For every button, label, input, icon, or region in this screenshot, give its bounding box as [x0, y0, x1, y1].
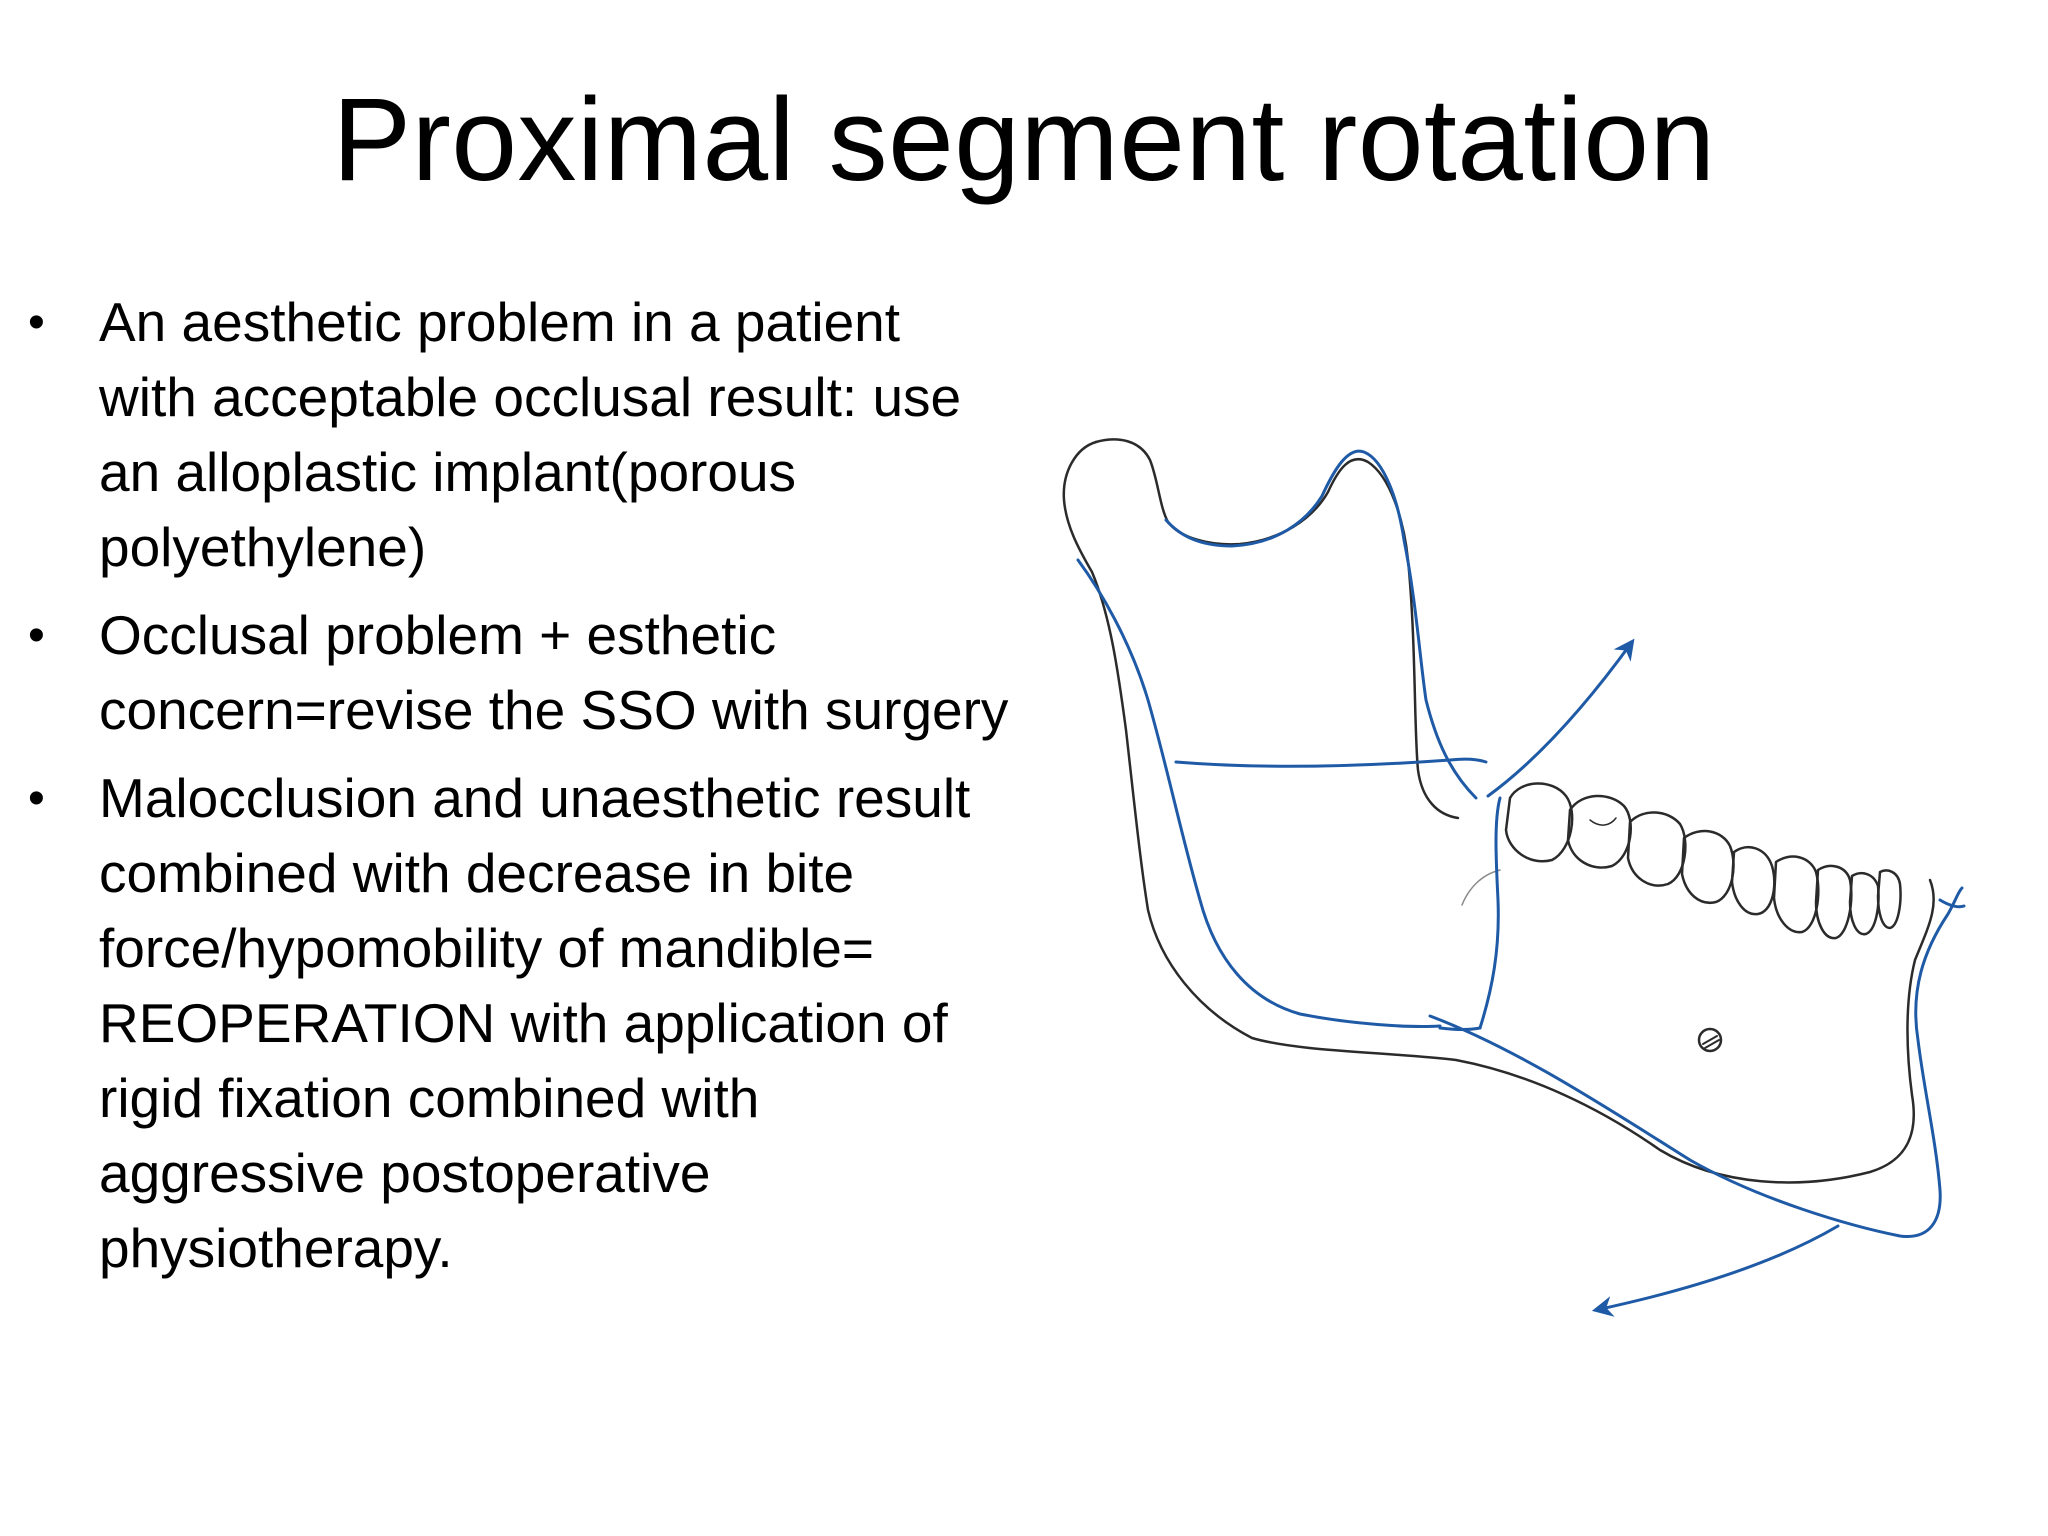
rotated-segment-outline: [1076, 449, 1966, 1317]
slide-title: Proximal segment rotation: [332, 74, 1716, 206]
bullet-item: • Occlusal problem + esthetic concern=re…: [22, 598, 1012, 748]
bullet-marker: •: [28, 772, 45, 825]
mandible-diagram-icon: [1062, 438, 1966, 1317]
original-mandible-outline: [1062, 438, 1935, 1184]
bullet-text: Occlusal problem + esthetic concern=revi…: [99, 604, 1009, 741]
bullet-marker: •: [28, 609, 45, 662]
bullet-marker: •: [28, 296, 45, 349]
bullet-item: • Malocclusion and unaesthetic result co…: [22, 761, 1012, 1286]
bullet-text: An aesthetic problem in a patient with a…: [99, 291, 962, 578]
bullet-item: • An aesthetic problem in a patient with…: [22, 285, 1012, 585]
bullet-list: • An aesthetic problem in a patient with…: [22, 285, 1012, 1299]
bullet-text: Malocclusion and unaesthetic result comb…: [99, 767, 971, 1279]
